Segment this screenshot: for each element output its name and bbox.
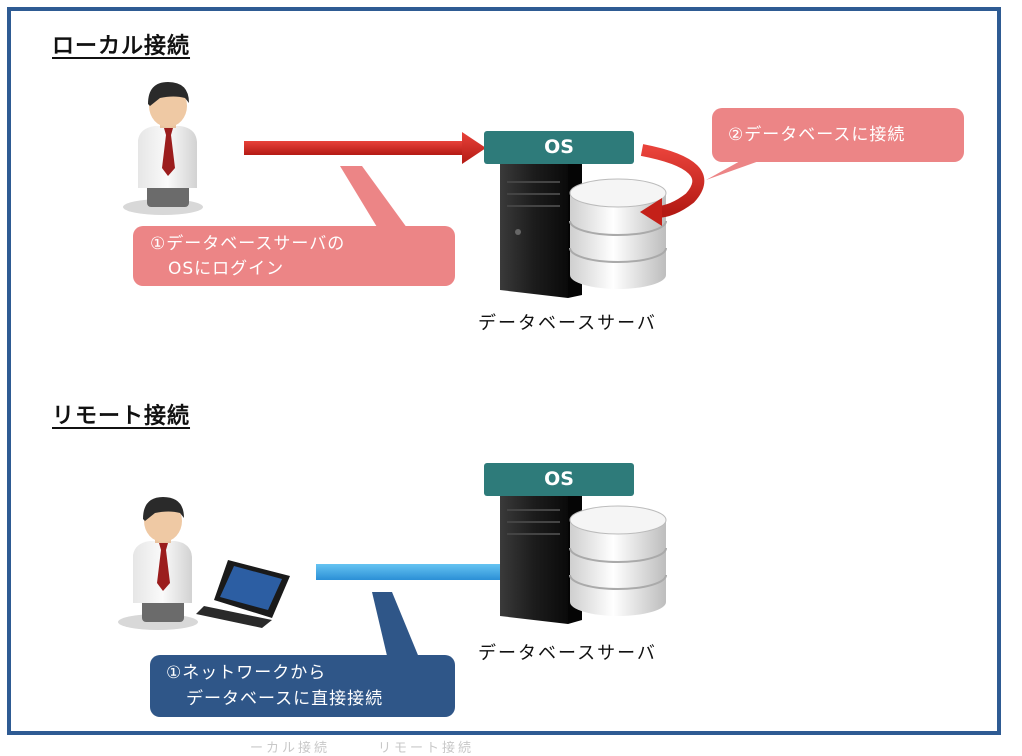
callout-network-line2: データベースに直接接続 xyxy=(186,689,384,709)
database-icon-remote xyxy=(569,505,667,616)
laptop-icon xyxy=(196,560,290,628)
callout-network-line1: ①ネットワークから xyxy=(166,663,327,683)
server-tower-remote xyxy=(500,480,582,624)
os-badge-local xyxy=(484,131,634,164)
os-badge-remote xyxy=(484,463,634,496)
callout-login-shape xyxy=(133,166,455,286)
callout-login-line2: OSにログイン xyxy=(168,259,285,279)
database-icon-local xyxy=(569,178,667,289)
local-connection-heading: ローカル接続 xyxy=(52,34,191,59)
callout-connect-shape xyxy=(706,108,964,180)
server-caption-remote: データベースサーバ xyxy=(478,643,657,664)
connect-curve-arrow xyxy=(640,144,705,226)
os-label-remote: OS xyxy=(544,468,574,490)
server-caption-local: データベースサーバ xyxy=(478,313,657,334)
remote-connection-heading: リモート接続 xyxy=(52,404,191,429)
server-tower-local xyxy=(500,150,582,298)
os-label-local: OS xyxy=(544,136,574,158)
callout-login-line1: ①データベースサーバの xyxy=(150,234,346,254)
callout-connect-text: ②データベースに接続 xyxy=(728,125,906,145)
person-icon-remote xyxy=(118,497,198,630)
cropped-caption-below-frame: ーカル接続 リモート接続 xyxy=(250,741,475,756)
login-arrow xyxy=(244,132,486,164)
callout-network-shape xyxy=(150,592,455,717)
person-icon-local xyxy=(123,82,203,215)
